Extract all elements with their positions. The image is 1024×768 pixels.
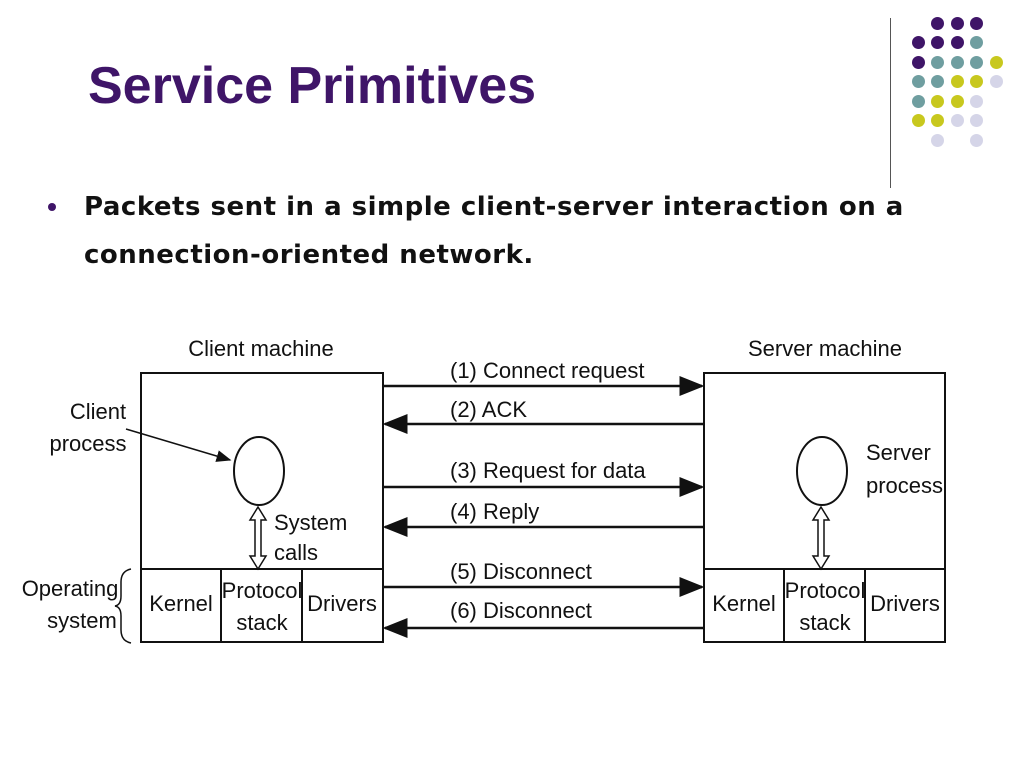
decorative-dot (931, 75, 944, 88)
client-kernel-label: Kernel (149, 591, 213, 616)
server-process-label-2: process (866, 473, 943, 498)
decorative-dot (950, 94, 964, 108)
operating-system-brace (114, 568, 132, 644)
decorative-dot (970, 133, 983, 147)
decorative-dot (911, 75, 925, 88)
server-drivers-label: Drivers (870, 591, 940, 616)
server-process-circle (796, 436, 848, 506)
server-system-call-arrow (811, 505, 831, 571)
decorative-dot (911, 55, 925, 69)
message-4-label: (4) Reply (450, 499, 539, 524)
server-protocol-label-2: stack (799, 610, 851, 635)
decorative-dot (970, 36, 983, 49)
server-machine-label: Server machine (748, 336, 902, 361)
message-1-label: (1) Connect request (450, 358, 644, 383)
decorative-dot (911, 94, 925, 108)
server-protocol-label-1: Protocol (785, 578, 866, 603)
client-process-label-2: process (49, 431, 126, 456)
decorative-dot (950, 75, 964, 88)
decorative-dot (970, 55, 983, 69)
operating-system-label-2: system (47, 608, 117, 633)
decorative-dot (950, 36, 964, 49)
server-process-label-1: Server (866, 440, 931, 465)
client-protocol-label-1: Protocol (222, 578, 303, 603)
decorative-dot (950, 114, 964, 127)
system-calls-label-2: calls (274, 540, 318, 565)
client-server-diagram: Client machine Client process System cal… (22, 336, 946, 644)
client-protocol-label-2: stack (236, 610, 288, 635)
client-system-call-arrow (248, 505, 268, 571)
decorative-dot (989, 55, 1003, 69)
decorative-dot (970, 75, 983, 88)
client-process-label-1: Client (70, 399, 126, 424)
operating-system-label-1: Operating (22, 576, 119, 601)
bullet-text: Packets sent in a simple client-server i… (84, 192, 904, 270)
decorative-dot (950, 16, 964, 30)
system-calls-label-1: System (274, 510, 347, 535)
decorative-dot (911, 36, 925, 49)
server-machine-box (703, 372, 946, 643)
message-2-label: (2) ACK (450, 397, 527, 422)
decorative-dot (911, 114, 925, 127)
client-process-circle (233, 436, 285, 506)
decorative-dot (931, 133, 944, 147)
decorative-dot (931, 94, 944, 108)
decorative-dot (931, 114, 944, 127)
message-5-label: (5) Disconnect (450, 559, 592, 584)
decorative-dot (931, 36, 944, 49)
client-machine-label: Client machine (188, 336, 334, 361)
server-kernel-label: Kernel (712, 591, 776, 616)
decorative-divider (890, 18, 891, 188)
client-machine-box (140, 372, 384, 643)
decorative-dot (970, 114, 983, 127)
decorative-dot (931, 55, 944, 69)
client-drivers-label: Drivers (307, 591, 377, 616)
message-6-label: (6) Disconnect (450, 598, 592, 623)
decorative-dot (970, 94, 983, 108)
decorative-dot (970, 16, 983, 30)
bullet-icon (48, 203, 56, 211)
slide-title: Service Primitives (88, 57, 537, 115)
message-3-label: (3) Request for data (450, 458, 646, 483)
client-process-pointer-arrow (125, 428, 232, 462)
decorative-dot (950, 55, 964, 69)
decorative-dot (931, 16, 944, 30)
decorative-dot (989, 75, 1003, 88)
